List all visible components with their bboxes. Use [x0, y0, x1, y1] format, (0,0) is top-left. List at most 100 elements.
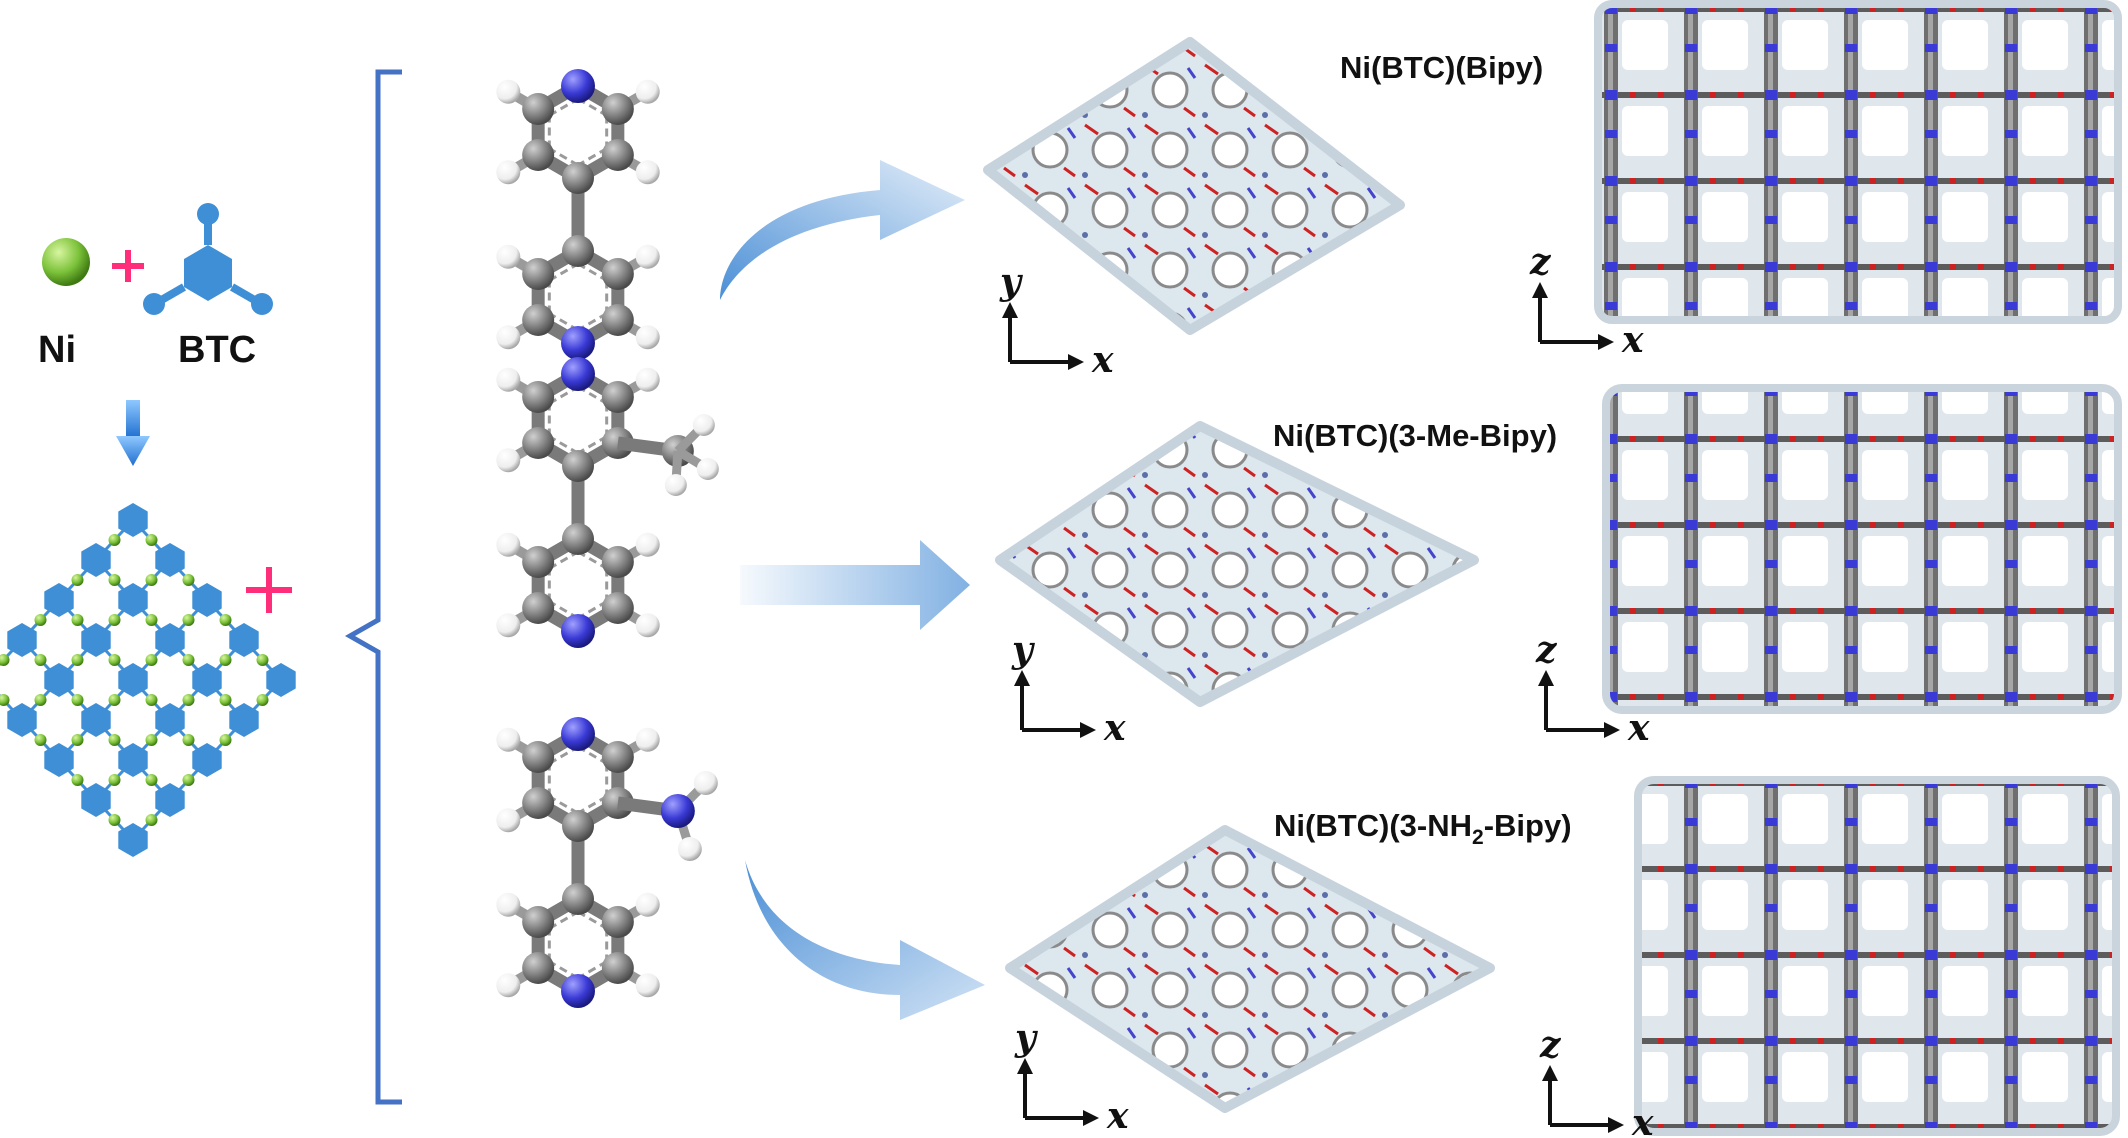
hydrogen-atom — [635, 367, 660, 392]
ni-node — [0, 694, 10, 706]
btc-node — [192, 663, 222, 697]
aromatic-bond — [577, 435, 608, 455]
nitrogen-atom — [561, 614, 595, 648]
nitrogen-atom — [660, 794, 695, 828]
aromatic-bond — [577, 910, 608, 930]
ni-node — [71, 694, 84, 706]
aromatic-bond — [577, 795, 608, 815]
hydrogen-atom — [692, 414, 715, 436]
ni-node — [71, 614, 84, 626]
hydrogen-atom — [635, 325, 660, 350]
ni-node — [71, 654, 84, 666]
btc-node — [81, 623, 111, 657]
hydrogen-atom — [496, 727, 521, 752]
nickel-label: Ni — [38, 329, 76, 371]
carbon-atom — [522, 546, 555, 578]
bipy-molecule — [496, 69, 660, 360]
hydrogen-atom — [496, 808, 521, 833]
nitrogen-atom — [561, 717, 595, 751]
ni-node — [34, 734, 47, 746]
carbon-atom — [601, 93, 634, 125]
ni-node — [108, 774, 121, 786]
hydrogen-atom — [635, 973, 660, 998]
axis-indicator: zx — [1539, 1024, 1654, 1138]
axis-label-horizontal: x — [1103, 707, 1126, 749]
btc-node — [192, 583, 222, 617]
btc-node — [118, 743, 148, 777]
axis-label-vertical: z — [1535, 629, 1558, 671]
axis-label-horizontal: x — [1621, 319, 1644, 361]
aromatic-bond — [548, 147, 579, 167]
btc-node — [7, 703, 37, 737]
axis-indicator: yx — [1011, 629, 1126, 749]
btc-node — [81, 703, 111, 737]
carbon-atom — [601, 139, 634, 171]
btc-node — [192, 743, 222, 777]
ni-node — [182, 694, 195, 706]
down-arrow-icon — [116, 400, 150, 466]
aromatic-bond — [548, 435, 579, 455]
aromatic-bond — [577, 147, 608, 167]
ni-node — [71, 734, 84, 746]
ni-node — [256, 694, 269, 706]
axis-label-horizontal: x — [1631, 1102, 1654, 1138]
carbon-atom — [562, 883, 594, 915]
hydrogen-atom — [496, 448, 521, 473]
axis-label-vertical: y — [1011, 629, 1035, 671]
aromatic-bond — [548, 795, 579, 815]
btc-node — [229, 703, 259, 737]
btc-node — [266, 663, 296, 697]
carbon-atom — [522, 258, 555, 290]
ni-node — [108, 654, 121, 666]
ni-node — [0, 654, 10, 666]
ni-node — [108, 574, 121, 586]
carbon-atom — [522, 139, 555, 171]
ni-node — [182, 654, 195, 666]
hydrogen-atom — [677, 837, 702, 861]
btc-node — [81, 783, 111, 817]
framework-title-amino-bipy: Ni(BTC)(3-NH2-Bipy) — [1274, 808, 1572, 849]
carbon-atom — [601, 952, 634, 984]
btc-linker-icon — [143, 203, 273, 315]
carbon-atom — [601, 381, 634, 413]
axis-label-vertical: y — [1014, 1017, 1038, 1059]
ni-node — [256, 654, 269, 666]
hydrogen-atom — [635, 727, 660, 752]
framework-top-view — [983, 37, 1495, 1113]
hydrogen-atom — [635, 613, 660, 638]
straight-arrow-icon — [740, 540, 970, 630]
carbon-atom — [601, 906, 634, 938]
hydrogen-atom — [496, 973, 521, 998]
btc-node — [118, 503, 148, 537]
nitrogen-atom — [561, 974, 595, 1008]
hydrogen-atom — [496, 79, 521, 104]
ni-node — [219, 734, 232, 746]
axis-label-horizontal: x — [1091, 339, 1114, 381]
ni-node — [145, 574, 158, 586]
ni-node — [34, 654, 47, 666]
ni-node — [219, 614, 232, 626]
btc-node — [44, 583, 74, 617]
axis-indicator: zx — [1535, 629, 1650, 749]
ni-node — [108, 814, 121, 826]
carbon-atom — [522, 741, 555, 773]
hydrogen-atom — [635, 532, 660, 557]
hydrogen-atom — [635, 79, 660, 104]
carbon-atom — [522, 93, 555, 125]
axis-indicator: yx — [1014, 1017, 1129, 1137]
carbon-atom — [522, 787, 555, 819]
methyl-bipy-molecule — [496, 357, 719, 648]
axis-label-vertical: z — [1539, 1024, 1562, 1066]
carbon-atom — [601, 592, 634, 624]
ni-node — [108, 614, 121, 626]
hydrogen-atom — [664, 474, 687, 496]
axis-indicator: yx — [999, 261, 1114, 381]
reactants-panel: Ni BTC — [0, 203, 296, 857]
btc-node — [44, 663, 74, 697]
hydrogen-atom — [496, 892, 521, 917]
nitrogen-atom — [561, 69, 595, 103]
btc-node — [44, 743, 74, 777]
aromatic-bond — [548, 262, 579, 282]
hydrogen-atom — [496, 367, 521, 392]
